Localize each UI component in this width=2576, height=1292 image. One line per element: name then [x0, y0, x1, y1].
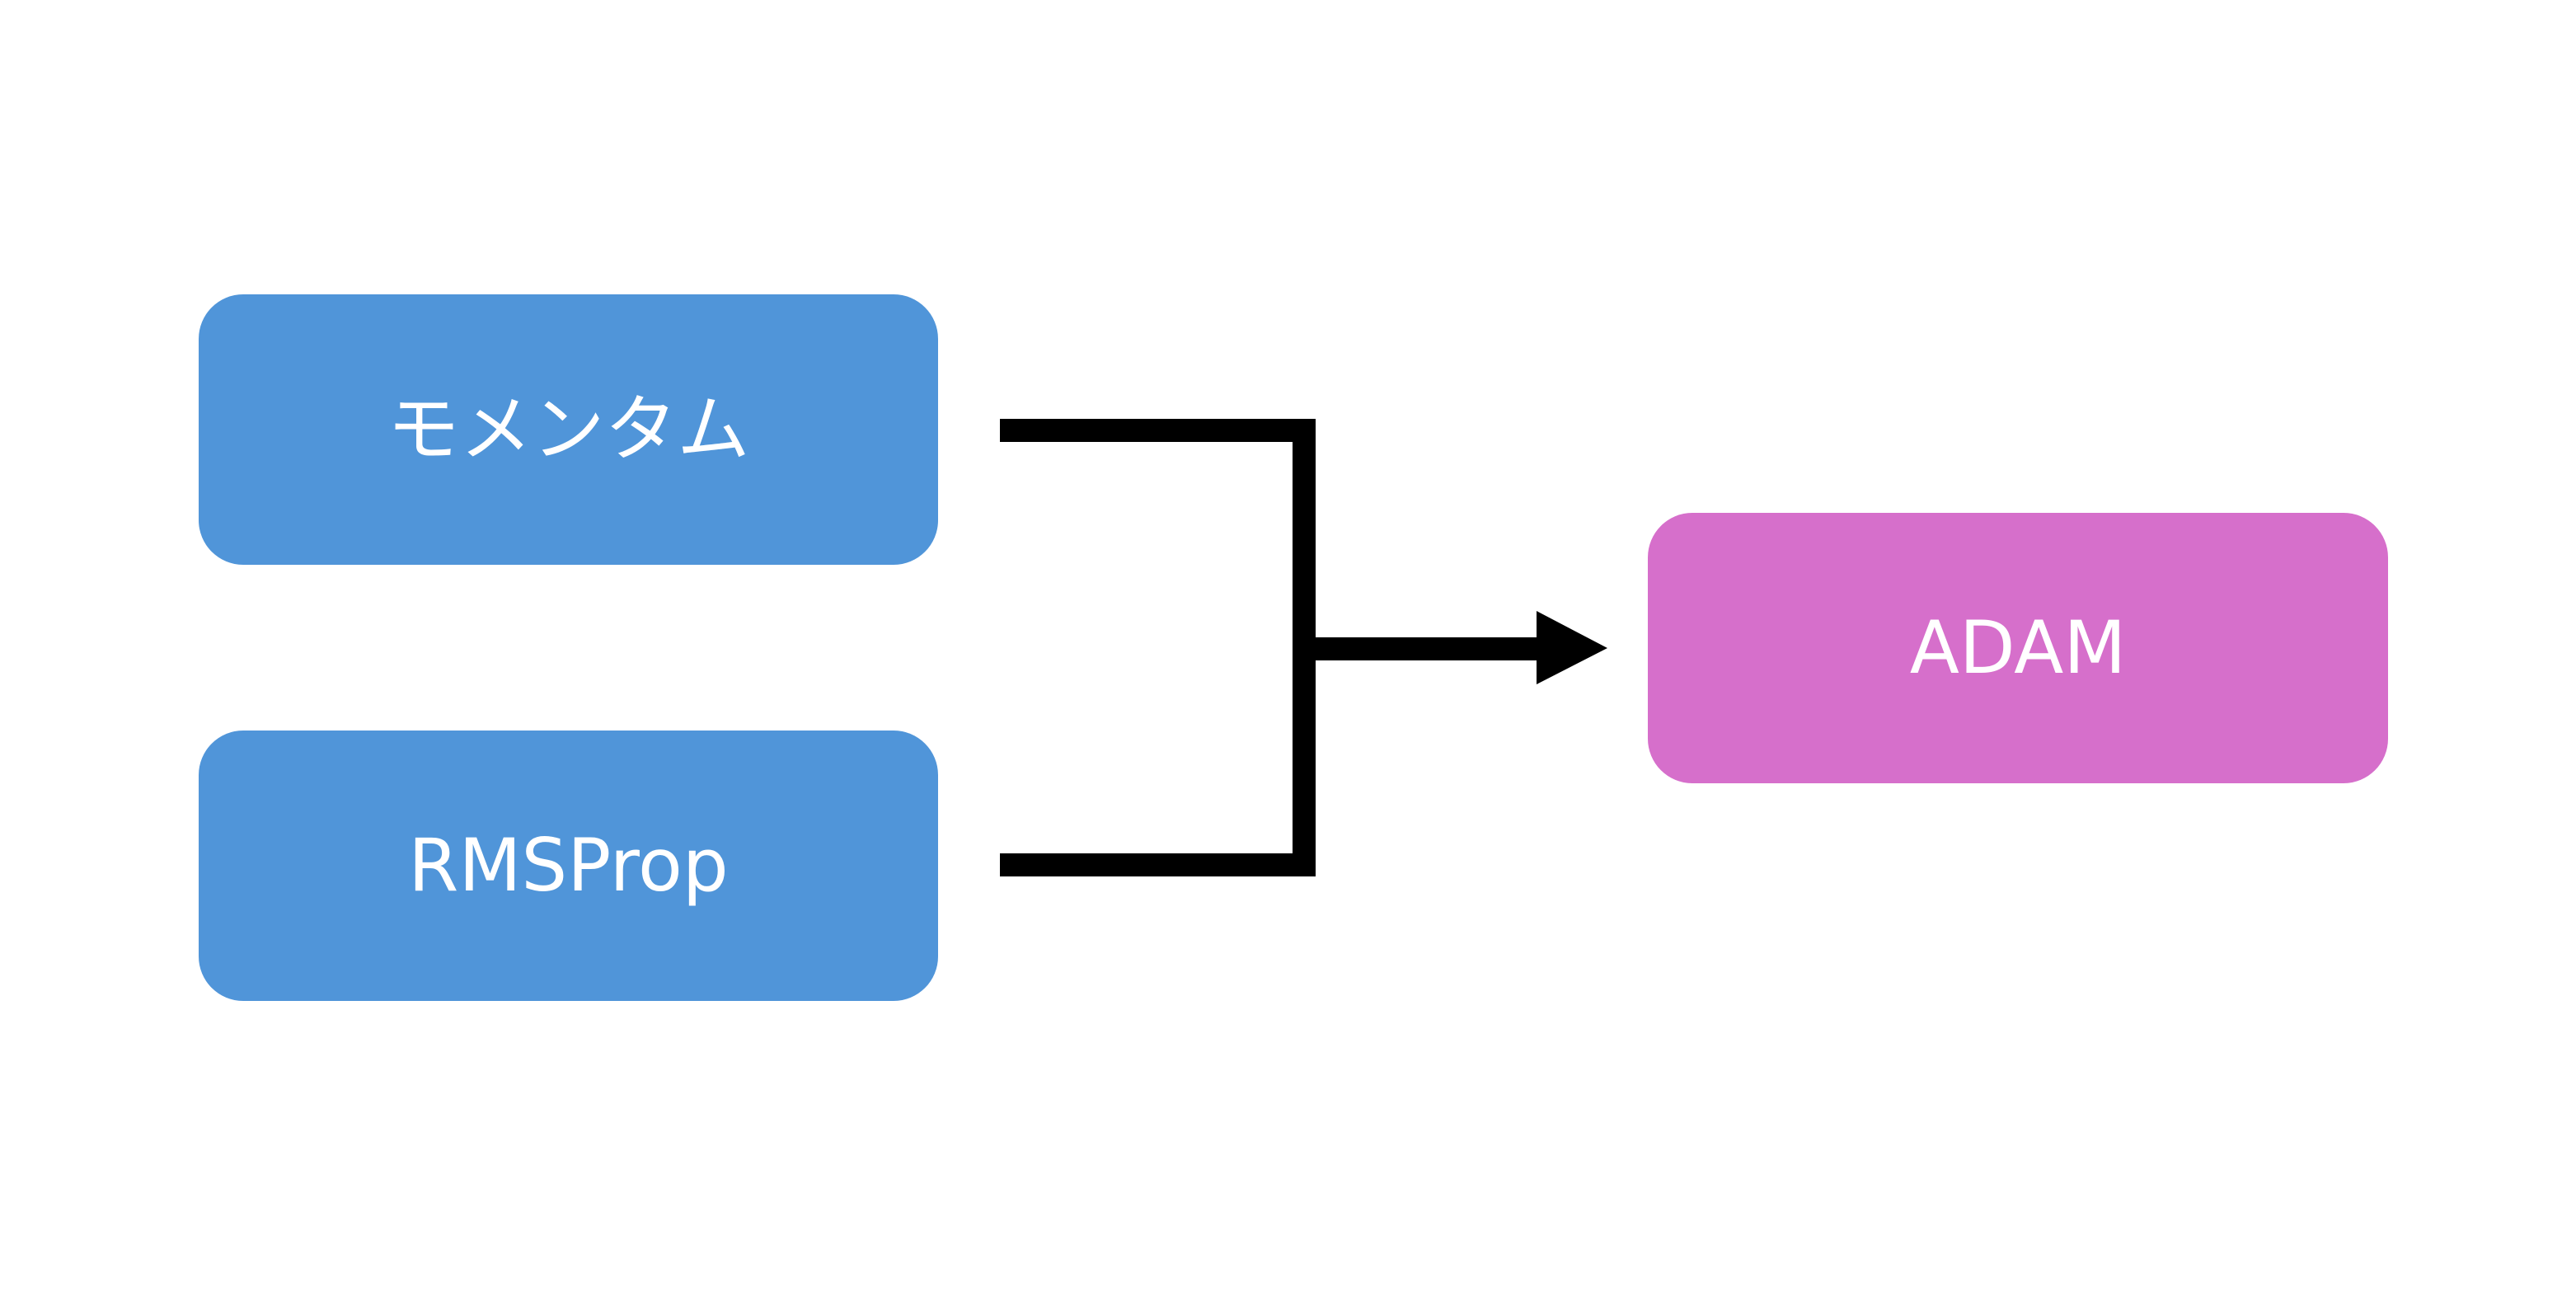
rmsprop-label: RMSProp	[408, 823, 729, 908]
arrowhead	[1537, 611, 1607, 684]
adam-label: ADAM	[1909, 605, 2127, 690]
momentum-label: モメンタム	[387, 387, 750, 472]
connector-from-rmsprop	[1000, 649, 1316, 876]
rmsprop-node: RMSProp	[199, 731, 938, 1001]
adam-node: ADAM	[1648, 513, 2388, 783]
connector-from-momentum	[1000, 419, 1316, 649]
momentum-node: モメンタム	[199, 294, 938, 565]
